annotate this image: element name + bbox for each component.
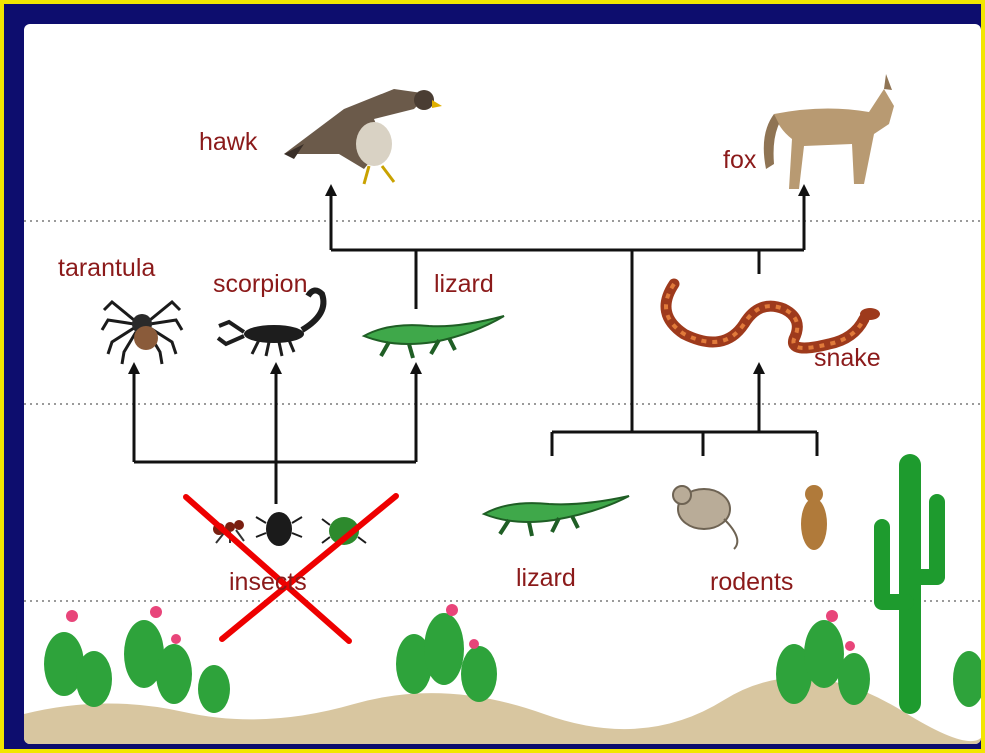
rodent-rat-icon (673, 486, 737, 549)
label-rodents: rodents (710, 568, 793, 597)
arrow-to-hawk (325, 184, 337, 196)
fox-icon (764, 74, 894, 189)
arrow-to-snake (753, 362, 765, 374)
label-lizard-top: lizard (434, 270, 494, 299)
scorpion-icon (218, 290, 323, 356)
food-web-diagram (24, 24, 981, 744)
label-snake: snake (814, 344, 881, 373)
label-tarantula: tarantula (58, 254, 155, 283)
arrow-to-scorpion (270, 362, 282, 374)
rodent-prairie-dog-icon (801, 485, 827, 550)
prickly-pear-cactus-middle (396, 604, 497, 702)
hawk-icon (284, 89, 442, 184)
label-hawk: hawk (199, 128, 257, 157)
arrow-to-lizard (410, 362, 422, 374)
arrow-to-tarantula (128, 362, 140, 374)
level-separators (24, 221, 981, 601)
lizard-bottom-icon (484, 496, 629, 536)
lizard-top-icon (364, 316, 504, 358)
label-scorpion: scorpion (213, 270, 308, 299)
snake-icon (666, 284, 880, 348)
label-lizard-bottom: lizard (516, 564, 576, 593)
prickly-pear-cactus-left (44, 606, 230, 713)
prickly-pear-cactus-right (776, 610, 981, 707)
food-web-panel: hawk fox tarantula scorpion lizard snake… (24, 24, 981, 744)
food-web-arrows (134, 194, 817, 504)
label-fox: fox (723, 146, 756, 175)
beetle-icon (256, 512, 302, 546)
saguaro-cactus-icon (874, 454, 945, 714)
tarantula-icon (102, 302, 182, 364)
arrow-to-fox (798, 184, 810, 196)
label-insects: insects (229, 568, 307, 597)
